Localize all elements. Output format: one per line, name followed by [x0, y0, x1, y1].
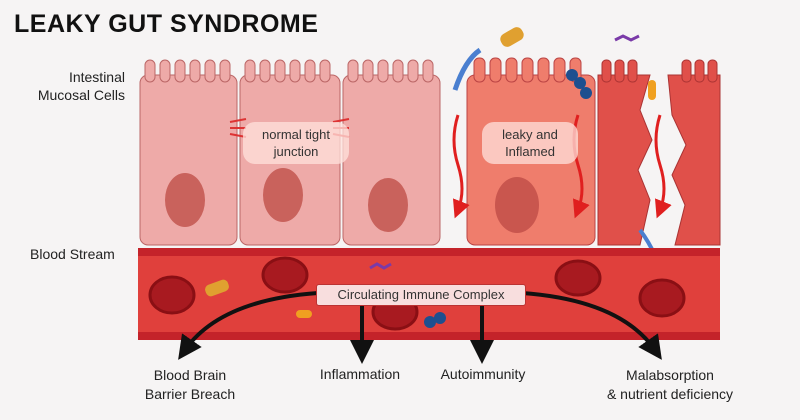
outcome-line2: & nutrient deficiency: [606, 386, 734, 402]
page-title: LEAKY GUT SYNDROME: [14, 10, 319, 38]
normal-cell: [342, 59, 441, 246]
outcome-line2: Barrier Breach: [144, 386, 236, 402]
normal-cell: [139, 59, 238, 246]
circulating-immune-complex-label: Circulating Immune Complex: [316, 284, 526, 306]
blood-stream-label: Blood Stream: [30, 246, 115, 262]
mucosal-label-line2: Mucosal Cells: [37, 87, 125, 103]
outcome-blood-brain-barrier: Blood Brain Barrier Breach: [130, 366, 250, 404]
outcome-arrows: [178, 291, 662, 364]
leaky-inflamed-label: leaky and Inflamed: [482, 122, 578, 164]
leaky-label-line1: leaky and: [502, 127, 558, 142]
outcome-line1: Blood Brain: [153, 367, 227, 383]
mucosal-cells-label: Intestinal Mucosal Cells: [10, 68, 125, 104]
mucosal-label-line1: Intestinal: [68, 69, 125, 85]
leaky-label-line2: Inflamed: [505, 144, 555, 159]
outcome-inflammation: Inflammation: [319, 366, 401, 382]
normal-tight-junction-label: normal tight junction: [243, 122, 349, 164]
outcome-line1: Malabsorption: [626, 367, 714, 383]
outcome-autoimmunity: Autoimmunity: [440, 366, 526, 382]
outcome-malabsorption: Malabsorption & nutrient deficiency: [585, 366, 755, 404]
damaged-cell: [597, 59, 653, 246]
damaged-cell: [667, 59, 721, 246]
normal-label-line1: normal tight: [262, 127, 330, 142]
normal-label-line2: junction: [273, 144, 319, 159]
